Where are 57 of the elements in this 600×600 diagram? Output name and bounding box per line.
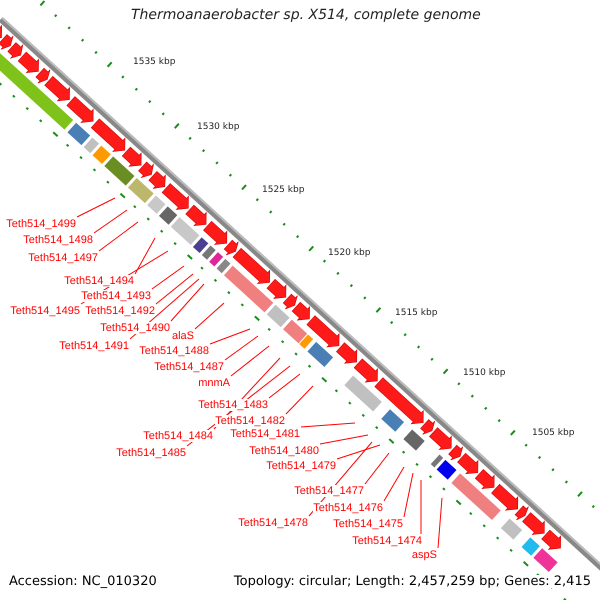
leader-line [320, 434, 368, 444]
gene-label: Teth514_1481 [230, 428, 300, 440]
leader-line [98, 222, 138, 252]
leader-line [224, 336, 258, 360]
leader-line [152, 266, 184, 290]
gene-label: Teth514_1475 [333, 518, 403, 530]
leader-line [300, 422, 356, 428]
gene-label: Teth514_1477 [294, 485, 364, 497]
tick-label: 1510 kbp [463, 367, 506, 380]
gene-label: Teth514_1498 [23, 234, 93, 246]
leader-line [420, 480, 422, 534]
gene-label: Teth514_1495 [10, 305, 80, 317]
gene-label: mnmA [198, 377, 230, 389]
gene-label: Teth514_1499 [6, 218, 76, 230]
leader-line [156, 274, 194, 304]
leader-line [268, 374, 300, 398]
leader-line [76, 198, 116, 218]
gene-label: Teth514_1487 [154, 361, 224, 373]
gene-label: Teth514_1479 [266, 460, 336, 472]
leader-line [404, 472, 414, 518]
leader-line [194, 302, 224, 330]
tick-label: 1520 kbp [328, 247, 370, 260]
gene-label: alaS [172, 330, 194, 342]
leader-line [230, 346, 270, 376]
leader-line [364, 452, 390, 484]
tick-label: 1505 kbp [532, 427, 574, 440]
leader-line [336, 444, 380, 460]
gene-label: Teth514_1476 [313, 502, 383, 514]
tick-label: 1515 kbp [395, 307, 438, 320]
gene-label: Teth514_1480 [249, 445, 319, 457]
gene-label: Teth514_1482 [215, 415, 285, 427]
gene-label: aspS [412, 549, 437, 561]
gene-label: Teth514_1483 [198, 399, 268, 411]
gene-label: Teth514_1478 [238, 517, 308, 529]
accession-text: Accession: NC_010320 [9, 575, 157, 588]
leader-line [134, 238, 156, 274]
genome-info-text: Topology: circular; Length: 2,457,259 bp; Genes: 2,415 [234, 575, 591, 588]
gene-label: Teth514_1484 [143, 430, 213, 442]
gene-label: Teth514_1492 [85, 305, 155, 317]
gene-label: Teth514_1491 [59, 340, 129, 352]
leader-line [210, 328, 250, 344]
leader-line [170, 284, 204, 322]
gene-label: Teth514_1497 [28, 252, 98, 264]
gene-label: Teth514_1493 [81, 290, 151, 302]
leader-line [286, 386, 314, 414]
gene-label: Teth514_1490 [100, 322, 170, 334]
tick-label: 1530 kbp [197, 121, 240, 134]
leader-line [94, 210, 128, 234]
leader-line [384, 466, 404, 502]
tick-label: 1525 kbp [262, 184, 304, 197]
gene-label: Teth514_1494 [64, 275, 134, 287]
gene-label: Teth514_1485 [116, 447, 186, 459]
gene-label: Teth514_1488 [139, 345, 209, 357]
tick-label: 1535 kbp [133, 56, 176, 69]
leader-line [438, 498, 442, 548]
gene-label: Teth514_1474 [352, 535, 422, 547]
diagram-title: Thermoanaerobacter sp. X514, complete genome [131, 9, 481, 22]
